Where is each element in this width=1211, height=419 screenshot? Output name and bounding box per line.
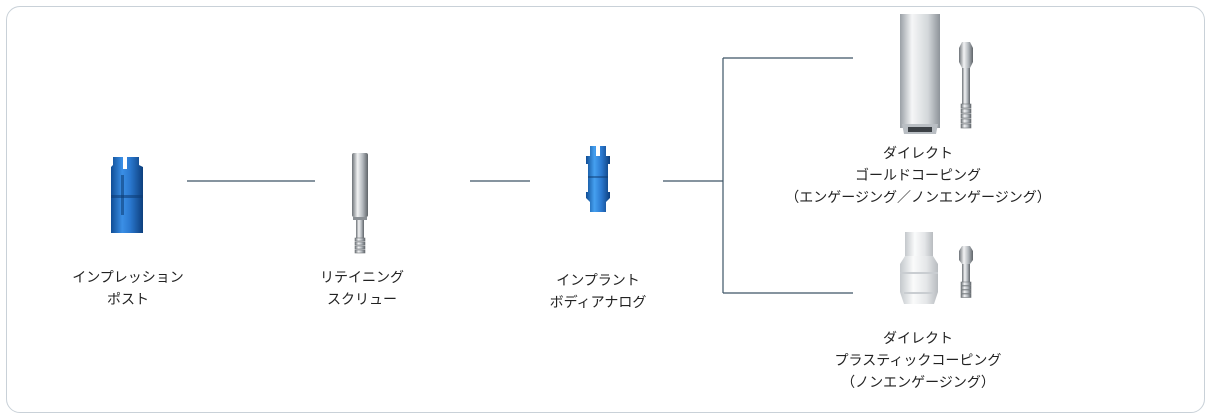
label-impression-post: インプレッション ポスト	[72, 267, 184, 311]
label-line: スクリュー	[327, 292, 397, 308]
gold-screw-icon	[959, 42, 973, 129]
label-line: （ノンエンゲージング）	[841, 375, 995, 391]
label-line: インプラント	[556, 273, 640, 289]
label-line: ボディアナログ	[549, 295, 647, 311]
label-line: ゴールドコーピング	[854, 168, 981, 184]
gold-coping-icon	[900, 14, 940, 134]
body-analog-icon	[586, 146, 610, 212]
plastic-screw-icon	[959, 246, 973, 298]
label-line: ダイレクト	[882, 331, 953, 347]
label-line: リテイニング	[320, 270, 404, 286]
label-direct-gold-coping: ダイレクト ゴールドコーピング （エンゲージング／ノンエンゲージング）	[785, 143, 1050, 209]
label-direct-plastic-coping: ダイレクト プラスティックコーピング （ノンエンゲージング）	[835, 328, 1002, 394]
retaining-screw-icon	[352, 153, 368, 254]
label-line: インプレッション	[72, 270, 184, 286]
label-line: プラスティックコーピング	[834, 353, 1002, 369]
label-line: ダイレクト	[882, 146, 953, 162]
label-line: ポスト	[107, 292, 149, 308]
label-implant-body-analog: インプラント ボディアナログ	[550, 270, 647, 314]
impression-post-icon	[111, 155, 143, 233]
plastic-coping-icon	[900, 232, 938, 304]
label-retaining-screw: リテイニング スクリュー	[320, 267, 404, 311]
label-line: （エンゲージング／ノンエンゲージング）	[785, 190, 1051, 206]
